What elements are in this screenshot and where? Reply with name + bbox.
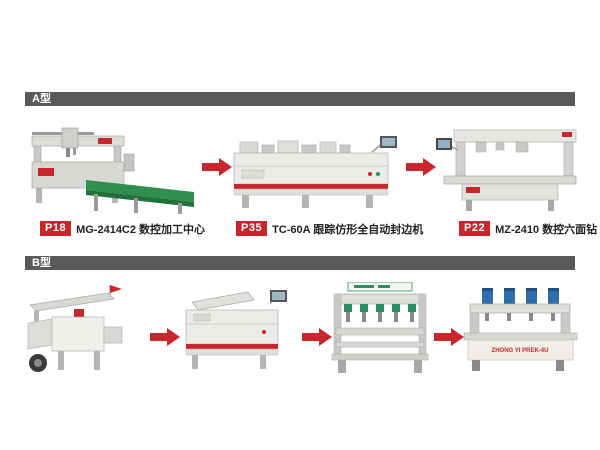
edge-banding-machine-illustration (232, 136, 400, 210)
sliding-table-saw-illustration (22, 283, 147, 380)
flow-arrow-icon (150, 328, 180, 346)
cnc-gang-drill-illustration: ZHONG YI PREK-4U (458, 288, 583, 376)
machine-label: P18 MG-2414C2 数控加工中心 (40, 221, 205, 236)
six-side-boring-machine-illustration (436, 124, 584, 212)
section-b-title: B型 (32, 257, 51, 269)
page-ref-badge: P18 (40, 221, 72, 236)
machine-name-text: MG-2414C2 数控加工中心 (76, 223, 206, 236)
cnc-machining-center-illustration (28, 110, 198, 215)
edge-bander-illustration (182, 288, 297, 380)
multi-boring-machine-illustration (330, 282, 430, 379)
machine-label: P35 TC-60A 跟踪仿形全自动封边机 (236, 221, 423, 236)
flow-arrow-icon (202, 158, 232, 176)
machine-brand-text: ZHONG YI PREK-4U (492, 348, 549, 354)
section-b-header: B型 (25, 256, 575, 270)
page-ref-badge: P22 (459, 221, 491, 236)
flow-arrow-icon (302, 328, 332, 346)
machine-name-text: TC-60A 跟踪仿形全自动封边机 (272, 223, 424, 236)
machine-label: P22 MZ-2410 数控六面钻 (459, 221, 597, 236)
flow-arrow-icon (434, 328, 464, 346)
section-a-title: A型 (32, 93, 51, 105)
machine-name-text: MZ-2410 数控六面钻 (495, 223, 598, 236)
flow-arrow-icon (406, 158, 436, 176)
page-ref-badge: P35 (236, 221, 268, 236)
section-a-header: A型 (25, 92, 575, 106)
